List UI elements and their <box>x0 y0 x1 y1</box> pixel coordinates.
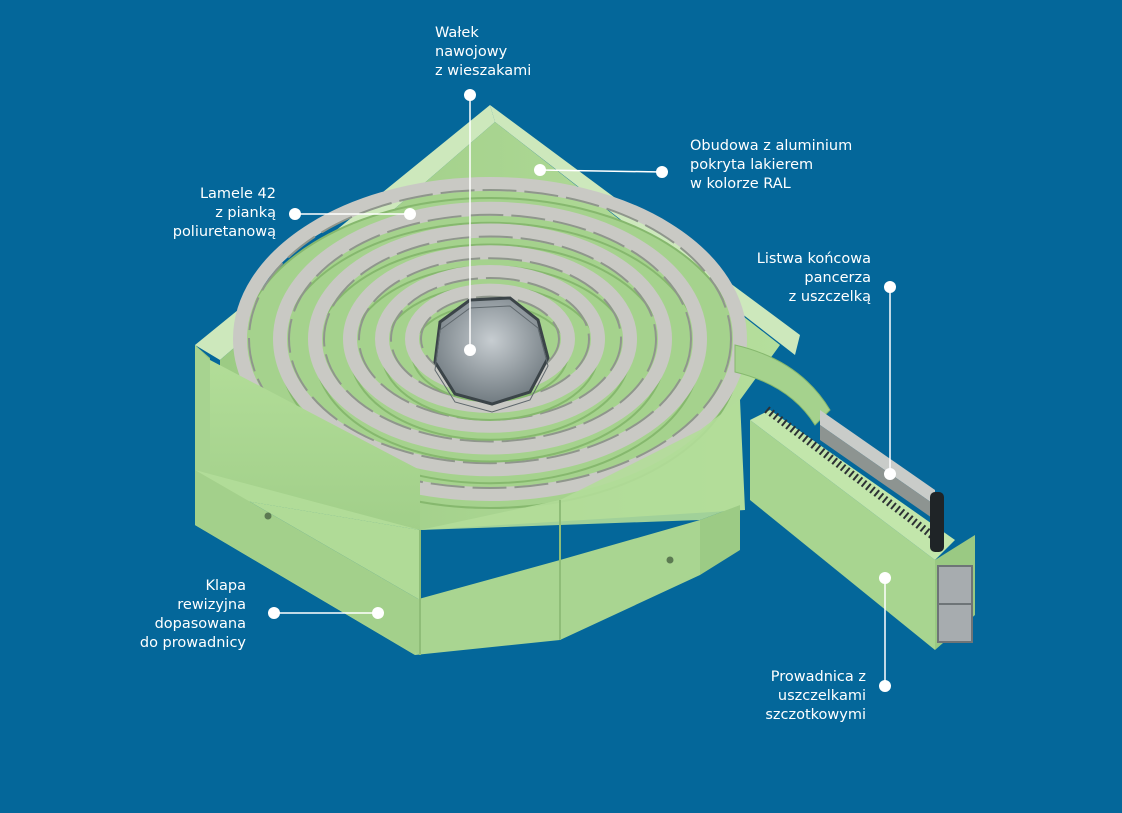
winding-axle <box>433 296 550 413</box>
brush-bristle <box>894 505 901 513</box>
brush-bristle <box>890 502 897 510</box>
dot-slats-inner <box>404 208 416 220</box>
brush-bristle <box>848 470 855 478</box>
brush-bristle <box>818 447 826 456</box>
brush-bristle <box>785 422 792 430</box>
label-slats-line-3: poliuretanową <box>172 224 276 240</box>
label-end-bar-line-2: pancerza <box>804 270 871 286</box>
leader-lines <box>274 95 891 686</box>
brush-bristle <box>772 412 780 421</box>
slat-ring-face <box>343 245 637 433</box>
label-flap-line-3: dopasowana <box>154 616 246 632</box>
label-end-bar: Listwa końcowa pancerza z uszczelką <box>740 250 871 307</box>
slat-ring-joints <box>288 213 692 465</box>
brush-bristle <box>869 486 876 494</box>
dot-end-bar-bottom <box>884 468 896 480</box>
label-roller-line-2: nawojowy <box>435 44 508 60</box>
dot-flap-outer <box>268 607 280 619</box>
label-guide-line-3: szczotkowymi <box>765 707 866 723</box>
label-flap-line-1: Klapa <box>205 578 246 594</box>
brush-bristle <box>810 441 817 449</box>
brush-bristle <box>806 438 813 446</box>
dot-housing-outer <box>656 166 668 178</box>
brush-bristle <box>831 457 838 465</box>
label-end-bar-line-1: Listwa końcowa <box>756 251 871 267</box>
housing-front-panels <box>195 345 740 655</box>
label-guide-line-1: Prowadnica z <box>770 669 866 685</box>
brush-bristle <box>789 425 796 433</box>
brush-bristle <box>781 419 788 427</box>
dot-slats-outer <box>289 208 301 220</box>
slat-ring-face <box>308 223 672 455</box>
brush-bristle <box>823 451 830 459</box>
brush-bristle <box>902 511 910 520</box>
leader-line-housing <box>539 169 663 173</box>
dot-housing-inner <box>534 164 546 176</box>
brush-bristle <box>915 521 922 529</box>
brush-bristle <box>873 489 880 497</box>
label-guide: Prowadnica z uszczelkami szczotkowymi <box>740 668 866 725</box>
brush-bristle <box>919 524 927 533</box>
label-roller-line-3: z wieszakami <box>435 63 532 79</box>
brush-bristle <box>768 409 775 417</box>
brush-bristle <box>776 415 784 424</box>
brush-bristle <box>764 406 771 414</box>
brush-bristle <box>907 515 914 523</box>
brush-bristle <box>814 444 822 453</box>
brush-bristle <box>852 473 859 481</box>
label-slats-line-2: z pianką <box>215 205 276 221</box>
brush-bristle <box>898 508 906 517</box>
slat-ring-face <box>233 177 747 501</box>
label-flap-line-4: do prowadnicy <box>139 635 246 651</box>
brush-bristle <box>835 460 843 469</box>
brush-bristle <box>923 527 931 536</box>
guide-rail <box>750 406 975 650</box>
brush-bristle <box>793 428 801 437</box>
label-housing-line-3: w kolorze RAL <box>690 176 791 192</box>
dot-flap-inner <box>372 607 384 619</box>
slat-ring-joints <box>248 189 732 489</box>
dot-roller-bottom <box>464 344 476 356</box>
dot-end-bar-top <box>884 281 896 293</box>
label-guide-line-2: uszczelkami <box>777 688 866 704</box>
label-housing: Obudowa z aluminium pokryta lakierem w k… <box>690 137 852 194</box>
end-bar <box>820 410 944 552</box>
brush-bristle <box>865 483 872 491</box>
brush-seal <box>764 406 943 545</box>
label-end-bar-line-3: z uszczelką <box>788 289 871 305</box>
slat-ring-face <box>375 265 605 413</box>
brush-bristle <box>911 518 918 526</box>
brush-bristle <box>877 492 885 501</box>
label-housing-line-1: Obudowa z aluminium <box>690 138 853 154</box>
label-roller: Wałek nawojowy z wieszakami <box>435 24 531 81</box>
brush-bristle <box>860 479 868 488</box>
brush-bristle <box>844 467 851 475</box>
label-slats-line-1: Lamele 42 <box>199 186 276 202</box>
dot-guide-bottom <box>879 680 891 692</box>
dot-guide-top <box>879 572 891 584</box>
label-flap-line-2: rewizyjna <box>177 597 246 613</box>
brush-bristle <box>856 476 864 485</box>
leader-dots <box>268 89 896 692</box>
brush-bristle <box>827 454 834 462</box>
brush-bristle <box>881 495 889 504</box>
slat-ring-joints <box>323 235 657 443</box>
dot-roller-top <box>464 89 476 101</box>
label-flap: Klapa rewizyjna dopasowana do prowadnicy <box>120 577 246 653</box>
brush-bristle <box>802 435 809 443</box>
label-housing-line-2: pokryta lakierem <box>690 157 814 173</box>
brush-bristle <box>839 463 847 472</box>
slat-ring-face <box>273 201 707 477</box>
brush-bristle <box>886 499 893 507</box>
brush-bristle <box>797 431 805 440</box>
label-slats: Lamele 42 z pianką poliuretanową <box>150 185 276 242</box>
label-roller-line-1: Wałek <box>435 25 479 41</box>
